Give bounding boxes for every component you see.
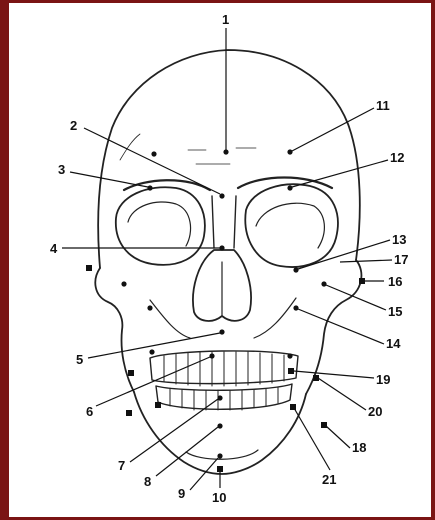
marker-dot-12 <box>287 185 292 190</box>
leader-21 <box>294 408 330 470</box>
marker-dot-14 <box>293 305 298 310</box>
leader-15 <box>326 285 386 310</box>
maxilla-right <box>254 298 296 338</box>
brow-ridge-right <box>238 178 332 189</box>
orbit-left-inner <box>128 202 191 246</box>
marker-dot-3 <box>147 185 152 190</box>
number-labels: 1 2 3 4 5 6 7 8 9 10 11 12 13 17 16 15 1… <box>50 12 408 505</box>
marker-dot-13 <box>293 267 298 272</box>
leader-17 <box>340 260 392 262</box>
marker-square-left-ramus <box>128 370 134 376</box>
marker-square-10 <box>217 466 223 472</box>
label-21: 21 <box>322 472 336 487</box>
leader-12 <box>292 160 388 187</box>
leader-13 <box>298 240 390 269</box>
label-15: 15 <box>388 304 402 319</box>
marker-dot-6 <box>209 353 214 358</box>
label-12: 12 <box>390 150 404 165</box>
nasal-bridge <box>212 196 236 248</box>
marker-dot-maxilla-right <box>287 353 292 358</box>
cranium-outline <box>98 50 360 268</box>
label-16: 16 <box>388 274 402 289</box>
marker-dot-15 <box>321 281 326 286</box>
maxilla-left <box>150 300 190 338</box>
label-8: 8 <box>144 474 151 489</box>
marker-dot-8 <box>217 423 222 428</box>
forehead-shading <box>120 134 256 164</box>
marker-dot-2 <box>219 193 224 198</box>
marker-square-left-side <box>86 265 92 271</box>
marker-square-19 <box>288 368 294 374</box>
label-3: 3 <box>58 162 65 177</box>
label-4: 4 <box>50 241 58 256</box>
label-13: 13 <box>392 232 406 247</box>
leader-7 <box>130 399 218 462</box>
marker-dot-7 <box>217 395 222 400</box>
label-14: 14 <box>386 336 401 351</box>
label-17: 17 <box>394 252 408 267</box>
marker-square-18 <box>321 422 327 428</box>
label-5: 5 <box>76 352 83 367</box>
marker-dot-9 <box>217 453 222 458</box>
marker-dot-maxilla-left <box>149 349 154 354</box>
label-7: 7 <box>118 458 125 473</box>
label-6: 6 <box>86 404 93 419</box>
label-2: 2 <box>70 118 77 133</box>
leader-18 <box>326 426 350 448</box>
marker-dot-cheek-left-2 <box>147 305 152 310</box>
label-18: 18 <box>352 440 366 455</box>
leader-14 <box>298 309 384 344</box>
marker-square-left-angle <box>126 410 132 416</box>
label-20: 20 <box>368 404 382 419</box>
orbit-right-inner <box>256 203 324 248</box>
leader-3 <box>70 172 148 187</box>
leader-lines <box>62 28 392 490</box>
marker-dot-11 <box>287 149 292 154</box>
marker-dot-5 <box>219 329 224 334</box>
label-9: 9 <box>178 486 185 501</box>
marker-dot-orbit-left <box>151 151 156 156</box>
leader-6 <box>96 357 210 406</box>
label-1: 1 <box>222 12 229 27</box>
marker-square-16 <box>359 278 365 284</box>
marker-dot-1 <box>223 149 228 154</box>
orbit-left <box>116 187 205 265</box>
leader-20 <box>318 378 366 410</box>
label-10: 10 <box>212 490 226 505</box>
leader-11 <box>292 108 374 151</box>
marker-squares <box>86 265 365 472</box>
marker-dot-cheek-left <box>121 281 126 286</box>
label-19: 19 <box>376 372 390 387</box>
label-11: 11 <box>376 98 390 113</box>
marker-dot-4 <box>219 245 224 250</box>
marker-square-left-jaw <box>155 402 161 408</box>
leader-19 <box>294 371 374 378</box>
lower-teeth <box>156 384 292 409</box>
